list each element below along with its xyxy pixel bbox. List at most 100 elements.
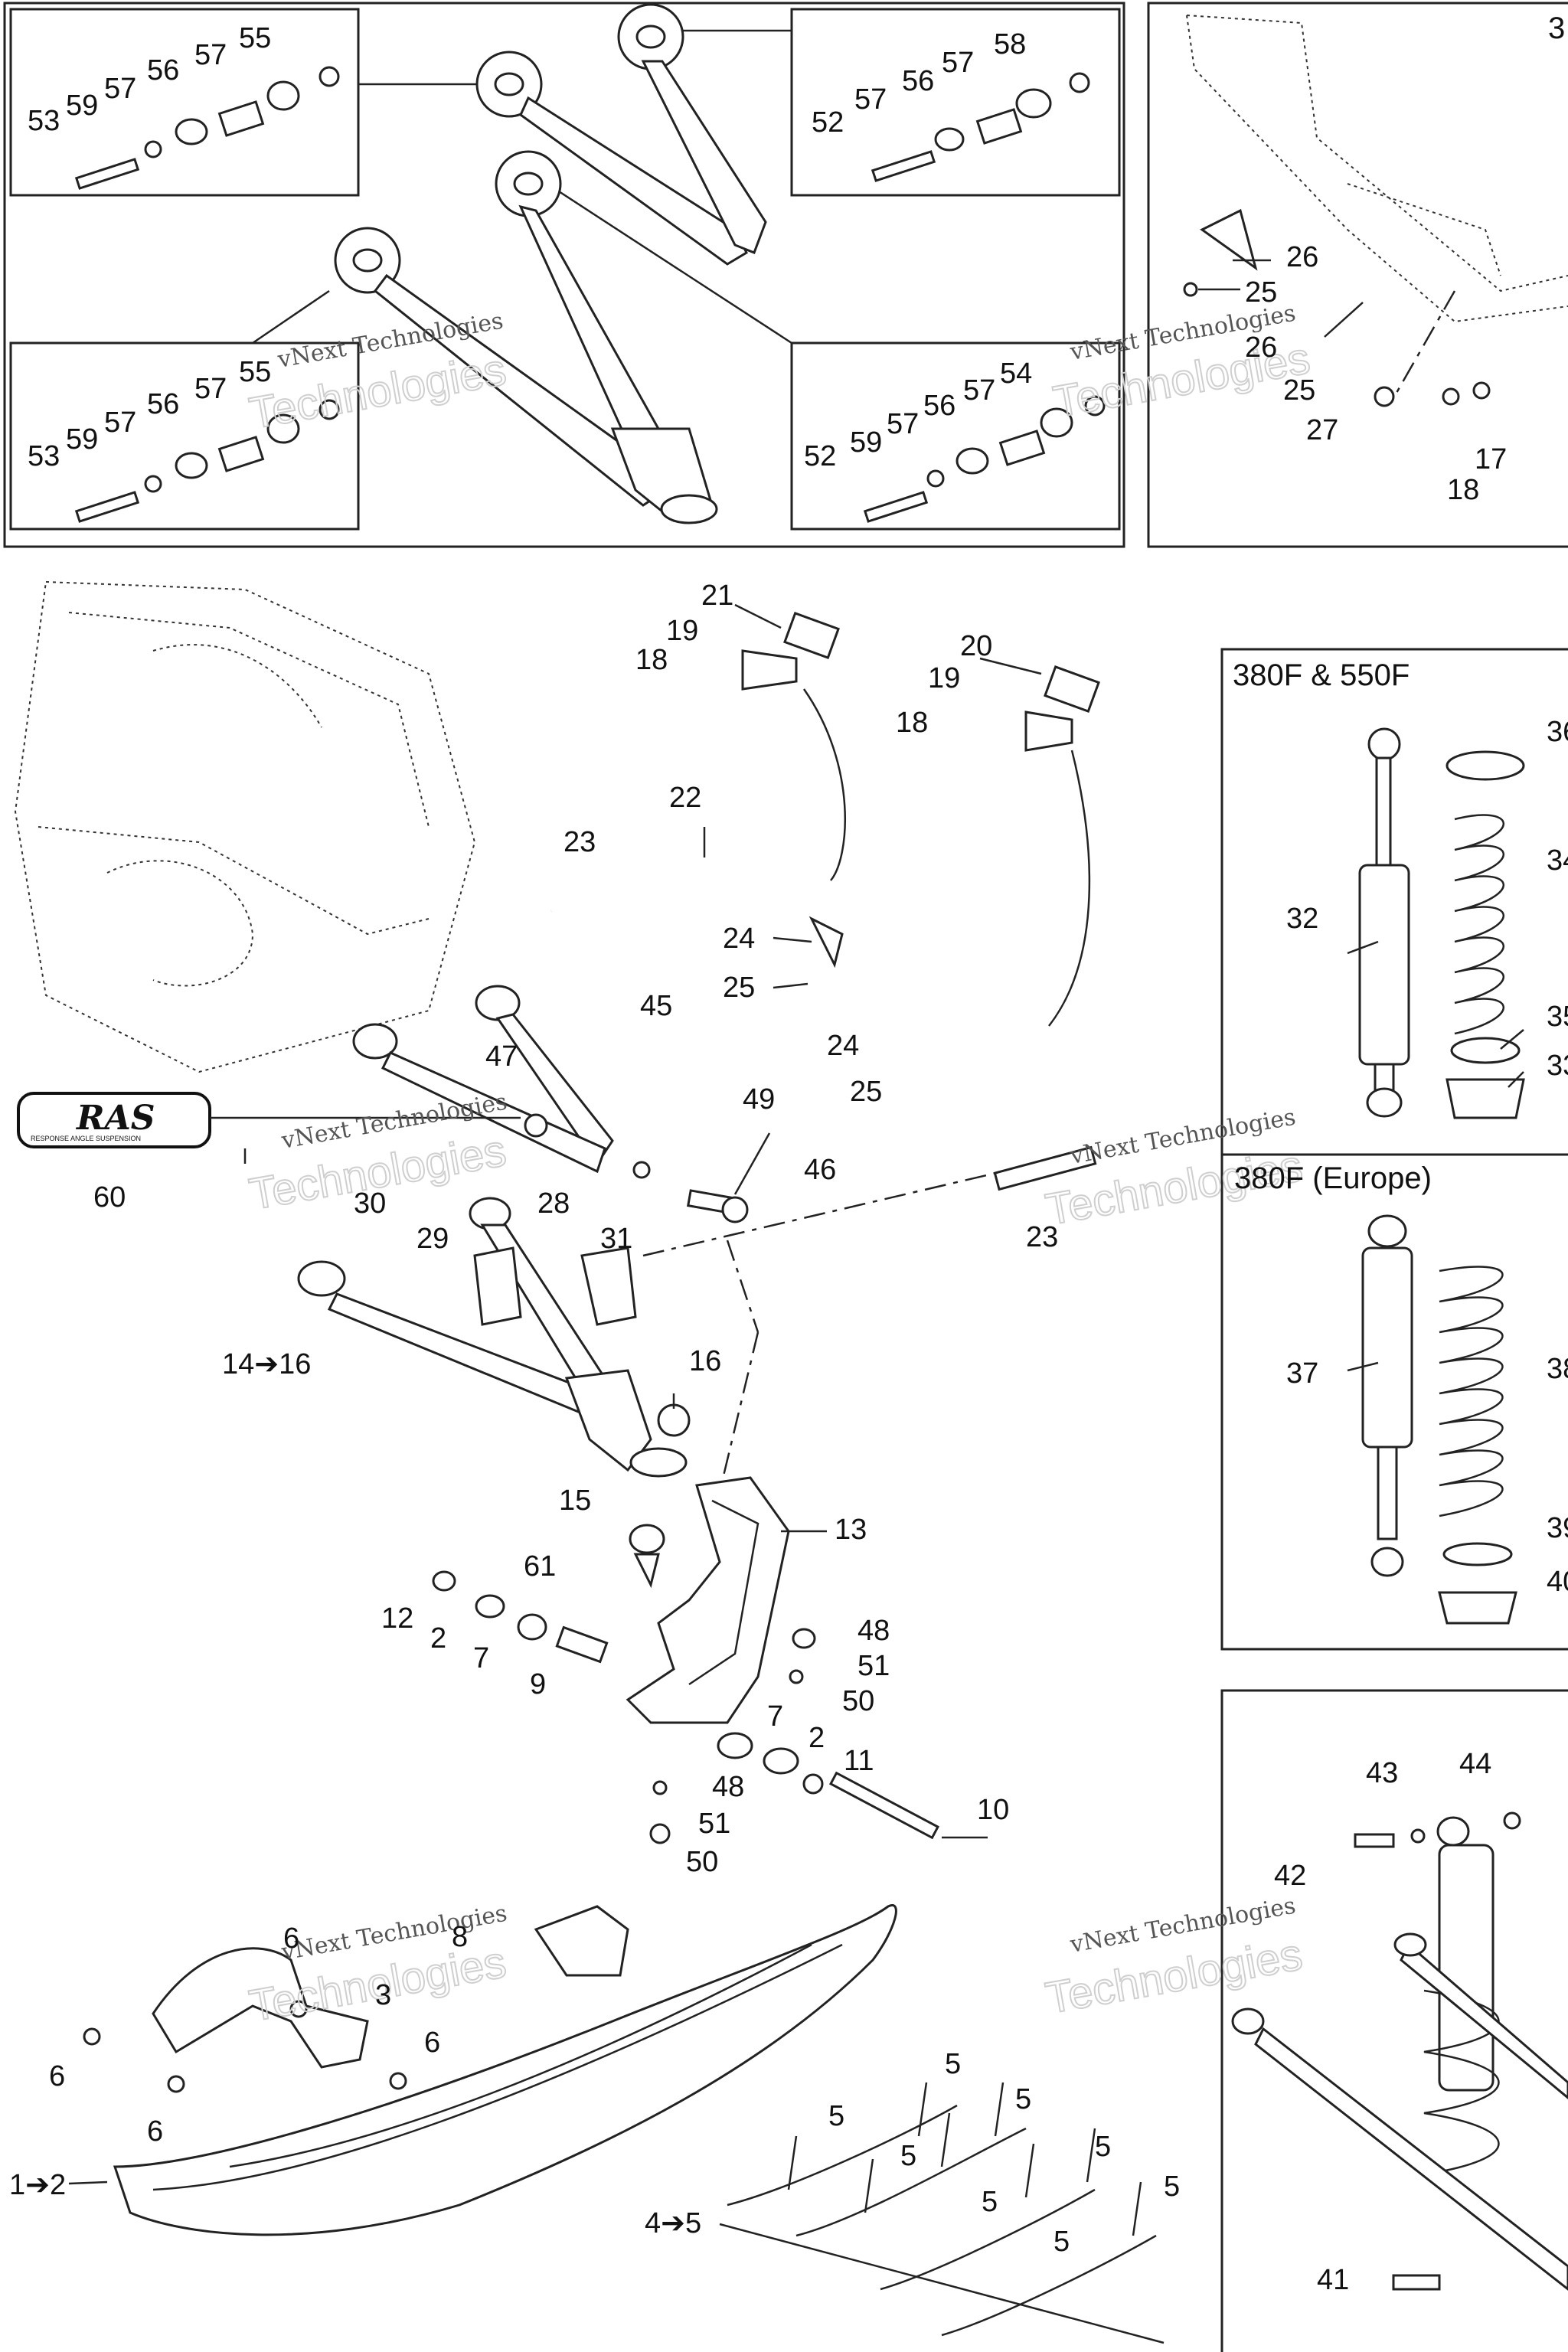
callout: 39 bbox=[1547, 1512, 1568, 1544]
callout: 56 bbox=[147, 388, 179, 420]
callout: 38 bbox=[1547, 1353, 1568, 1385]
callout: 21 bbox=[701, 580, 733, 612]
callout: 59 bbox=[66, 423, 98, 456]
callout: 55 bbox=[239, 356, 271, 388]
ras-logo: RAS RESPONSE ANGLE SUSPENSION bbox=[17, 1092, 521, 1148]
callout: 33 bbox=[1547, 1050, 1568, 1082]
callout: 24 bbox=[827, 1030, 859, 1062]
callout: 57 bbox=[194, 373, 227, 405]
callout: 41 bbox=[1317, 2264, 1349, 2296]
section-frames bbox=[3, 2, 1568, 2352]
callout: 57 bbox=[104, 73, 136, 105]
callout: 9 bbox=[530, 1668, 546, 1700]
callout: 11 bbox=[844, 1745, 874, 1777]
callout: 1➔2 bbox=[9, 2169, 66, 2201]
front-arms bbox=[297, 985, 1004, 1524]
callout: 13 bbox=[835, 1514, 867, 1546]
callout: 6 bbox=[147, 2115, 163, 2148]
callout: 6 bbox=[283, 1922, 299, 1955]
callout: 43 bbox=[1366, 1757, 1398, 1789]
detail-insets bbox=[9, 8, 1121, 531]
callout: 19 bbox=[666, 615, 698, 647]
callout: 47 bbox=[485, 1040, 518, 1073]
callout: 32 bbox=[1286, 903, 1318, 935]
callout: 25 bbox=[1283, 374, 1315, 407]
callout: 59 bbox=[850, 426, 882, 459]
callout: 2 bbox=[808, 1722, 825, 1754]
callout: 25 bbox=[1245, 276, 1277, 309]
callout: 8 bbox=[452, 1921, 468, 1953]
model-header-380f-europe: 380F (Europe) bbox=[1234, 1161, 1432, 1195]
callout: 2 bbox=[430, 1622, 446, 1655]
callout: 10 bbox=[977, 1794, 1009, 1826]
callout: 22 bbox=[669, 782, 701, 814]
logo-subtext: RESPONSE ANGLE SUSPENSION bbox=[31, 1135, 141, 1142]
callout: 57 bbox=[104, 407, 136, 439]
callout: 48 bbox=[712, 1771, 744, 1803]
callout: 49 bbox=[743, 1083, 775, 1116]
callout: 34 bbox=[1547, 844, 1568, 877]
callout: 52 bbox=[804, 440, 836, 472]
callout: 45 bbox=[640, 990, 672, 1022]
callout: 18 bbox=[896, 707, 928, 739]
callout: 50 bbox=[842, 1685, 874, 1717]
callout: 52 bbox=[812, 106, 844, 139]
callout: 46 bbox=[804, 1154, 836, 1186]
callout: 18 bbox=[635, 644, 668, 676]
shock-380f-europe bbox=[1361, 1214, 1517, 1625]
callout: 35 bbox=[1547, 1001, 1568, 1033]
callout: 6 bbox=[424, 2027, 440, 2059]
shock-380f-550f bbox=[1358, 727, 1525, 1119]
callout: 28 bbox=[537, 1187, 570, 1220]
callout: 61 bbox=[524, 1550, 556, 1583]
callout: 23 bbox=[564, 826, 596, 858]
callout: 18 bbox=[1447, 474, 1479, 506]
callout: 4➔5 bbox=[645, 2207, 701, 2239]
callout: 54 bbox=[1000, 358, 1032, 390]
callout: 7 bbox=[767, 1700, 783, 1733]
callout: 5 bbox=[982, 2186, 998, 2218]
ski bbox=[83, 1904, 897, 2236]
callout: 37 bbox=[1286, 1357, 1318, 1390]
callout: 42 bbox=[1274, 1860, 1306, 1892]
callout: 57 bbox=[942, 47, 974, 79]
callout: 5 bbox=[1095, 2131, 1111, 2163]
callout: 14➔16 bbox=[222, 1348, 311, 1380]
callout: 29 bbox=[416, 1223, 449, 1255]
callout: 27 bbox=[1306, 414, 1338, 446]
callout: 44 bbox=[1459, 1748, 1491, 1780]
callout: 20 bbox=[960, 630, 992, 662]
callout: 58 bbox=[994, 28, 1026, 60]
callout: 3 bbox=[375, 1979, 391, 2011]
chassis-frame bbox=[14, 580, 476, 1073]
logo-text: RAS bbox=[75, 1099, 155, 1138]
callout: 59 bbox=[66, 90, 98, 122]
callout: 5 bbox=[1015, 2083, 1031, 2115]
model-header-380f-550f: 380F & 550F bbox=[1233, 658, 1410, 692]
callout: 5 bbox=[1054, 2226, 1070, 2258]
callout: 24 bbox=[723, 923, 755, 955]
callout: 53 bbox=[28, 105, 60, 137]
callout: 51 bbox=[698, 1808, 730, 1840]
callout: 5 bbox=[828, 2100, 844, 2132]
inset-hardware bbox=[74, 66, 1106, 523]
callout: 17 bbox=[1475, 443, 1507, 475]
model-headers: 380F & 550F 380F (Europe) 3 bbox=[1233, 11, 1565, 1195]
sway-bar bbox=[547, 612, 1125, 1223]
callout: 19 bbox=[928, 662, 960, 694]
callout: 36 bbox=[1547, 716, 1568, 748]
callout: 25 bbox=[850, 1076, 882, 1108]
callout: 16 bbox=[689, 1345, 721, 1377]
callout: 50 bbox=[686, 1846, 718, 1878]
rear-shock-assembly bbox=[1231, 1811, 1568, 2291]
callout: 25 bbox=[723, 972, 755, 1004]
callout: 60 bbox=[93, 1181, 126, 1214]
callout: 5 bbox=[900, 2140, 916, 2172]
callout: 53 bbox=[28, 440, 60, 472]
frame-bracket bbox=[1183, 15, 1568, 407]
spindle bbox=[432, 1476, 940, 1844]
callout: 57 bbox=[194, 39, 227, 71]
carbide-runners bbox=[727, 2082, 1157, 2337]
callout: 57 bbox=[887, 408, 919, 440]
